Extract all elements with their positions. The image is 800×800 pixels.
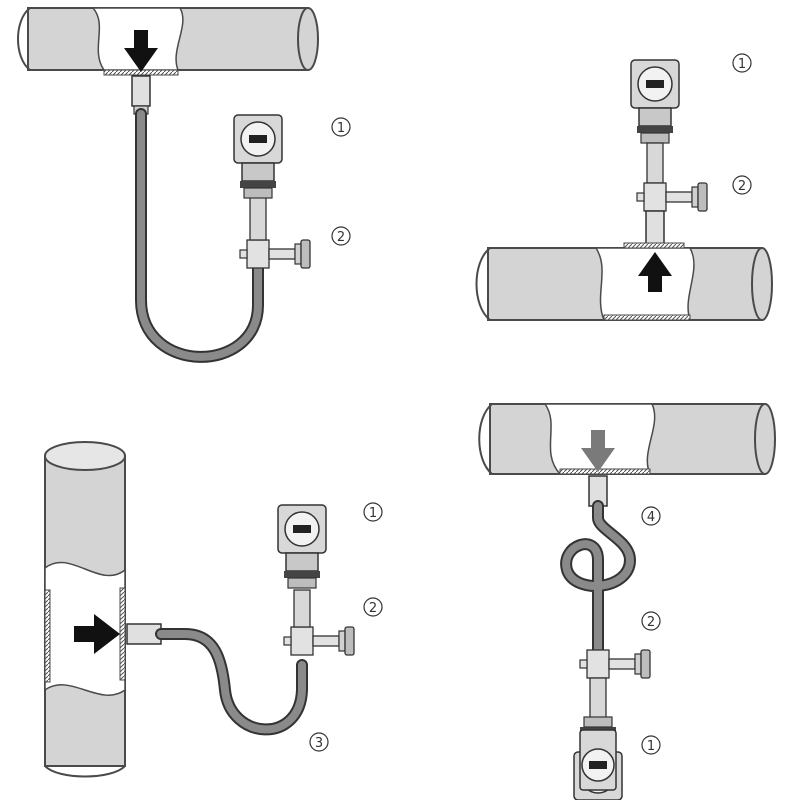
panel-bottom-right: 4 2 1: [478, 403, 776, 800]
horizontal-pipe: [478, 403, 776, 475]
svg-text:2: 2: [369, 601, 377, 616]
callout-1: 1: [363, 502, 383, 522]
panel-bottom-left: 1 2 3: [44, 441, 383, 778]
callout-3: 3: [309, 732, 329, 752]
shutoff-valve-icon: [283, 626, 355, 656]
pressure-transmitter-icon: [630, 59, 680, 144]
svg-text:4: 4: [647, 510, 655, 525]
svg-text:1: 1: [647, 739, 655, 754]
svg-text:2: 2: [647, 615, 655, 630]
vertical-pipe: [44, 441, 126, 778]
siphon-loop-icon: [560, 500, 637, 666]
shutoff-valve-icon: [636, 182, 708, 212]
svg-text:1: 1: [738, 57, 746, 72]
panel-top-left: 1 2: [17, 7, 351, 363]
callout-1: 1: [732, 53, 752, 73]
svg-text:2: 2: [738, 179, 746, 194]
horizontal-pipe: [17, 7, 319, 76]
svg-text:1: 1: [369, 506, 377, 521]
callout-1: 1: [641, 735, 661, 755]
flow-arrow-icon: [74, 614, 120, 654]
pipe-fitting: [131, 75, 151, 107]
flow-arrow-icon: [124, 30, 158, 72]
flow-arrow-icon: [581, 430, 615, 472]
shutoff-valve-icon: [239, 239, 311, 269]
panel-top-right: 1 2: [475, 53, 773, 321]
horizontal-pipe: [475, 242, 773, 321]
callout-2: 2: [331, 226, 351, 246]
pressure-transmitter-icon: [233, 114, 283, 199]
flow-arrow-icon: [638, 252, 672, 292]
callout-2: 2: [363, 597, 383, 617]
pressure-transmitter-icon: [277, 504, 327, 589]
shutoff-valve-icon: [579, 649, 651, 679]
svg-text:3: 3: [315, 736, 323, 751]
pipe-fitting: [645, 210, 665, 248]
callout-2: 2: [641, 611, 661, 631]
svg-text:1: 1: [337, 121, 345, 136]
svg-text:2: 2: [337, 230, 345, 245]
callout-4: 4: [641, 506, 661, 526]
callout-1: 1: [331, 117, 351, 137]
callout-2: 2: [732, 175, 752, 195]
